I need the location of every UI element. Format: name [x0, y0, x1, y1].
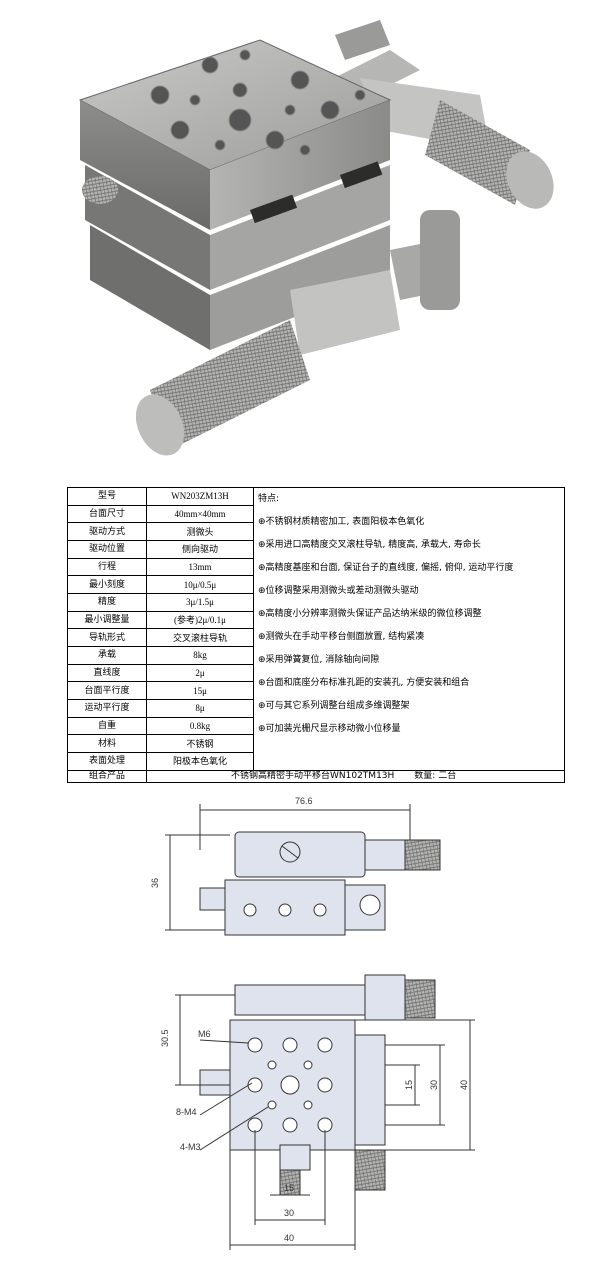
row-label: 导轨形式 [67, 628, 147, 648]
row-label: 驱动方式 [67, 522, 147, 542]
row-label: 最小调整量 [67, 610, 147, 630]
side-view-drawing: 76.6 36 [150, 796, 441, 936]
table-row: 最小调整量(参考)2μ/0.1μ [67, 610, 565, 630]
row-value: 10μ/0.5μ [146, 575, 254, 595]
row-label: 材料 [67, 734, 147, 754]
row-label: 自重 [67, 716, 147, 736]
table-row: 驱动方式测微头 [67, 522, 565, 542]
dim-width-label: 76.6 [295, 796, 313, 806]
product-photo [78, 20, 554, 456]
feature-item: ⊕高精度基座和台面, 保证台子的直线度, 偏摇, 俯仰, 运动平行度 [258, 563, 514, 573]
top-view-drawing: 30.5 M6 8-M4 4-M3 15 30 40 15 30 40 [160, 974, 475, 1250]
row-value: 交叉滚柱导轨 [146, 628, 254, 648]
stage-block [78, 39, 392, 350]
combo-cell: 不锈钢高精密手动平移台WN102TM13H 数量: 二台 [146, 769, 565, 784]
row-value: 40mm×40mm [146, 504, 254, 524]
m6-label: M6 [198, 1029, 211, 1039]
table-row: 型号 WN203ZM13H 特点: ⊕不锈钢材质精密加工, 表面阳极本色氧化 ⊕… [67, 487, 565, 771]
m4-label: 8-M4 [176, 1107, 197, 1117]
features-title: 特点: [258, 494, 280, 504]
dim-30-right: 30 [429, 1080, 439, 1090]
row-label: 驱动位置 [67, 540, 147, 559]
row-label: 台面尺寸 [67, 504, 147, 524]
feature-item: ⊕可与其它系列调整台组成多维调整架 [258, 701, 410, 711]
row-value: WN203ZM13H [146, 487, 254, 506]
row-label: 承载 [67, 646, 147, 665]
feature-item: ⊕不锈钢材质精密加工, 表面阳极本色氧化 [258, 517, 425, 527]
row-value: 2μ [146, 663, 254, 683]
row-value: 8μ [146, 699, 254, 718]
row-label: 表面处理 [67, 752, 147, 771]
dim-left-label: 30.5 [160, 1029, 170, 1047]
feature-item: ⊕采用弹簧复位, 消除轴向间隙 [258, 655, 380, 665]
row-value: 阳极本色氧化 [146, 752, 254, 771]
front-micrometer [135, 210, 460, 456]
row-value: 测微头 [146, 522, 254, 542]
rear-micrometer [330, 20, 554, 209]
feature-item: ⊕测微头在手动平移台侧面放置, 结构紧凑 [258, 632, 425, 642]
row-value: 0.8kg [146, 716, 254, 736]
row-value: 15μ [146, 681, 254, 701]
row-value: (参考)2μ/0.1μ [146, 610, 254, 630]
row-value: 13mm [146, 557, 254, 577]
spec-table: 型号 WN203ZM13H 特点: ⊕不锈钢材质精密加工, 表面阳极本色氧化 ⊕… [67, 487, 565, 784]
feature-item: ⊕采用进口高精度交叉滚柱导轨, 精度高, 承载大, 寿命长 [258, 540, 481, 550]
row-value: 不锈钢 [146, 734, 254, 754]
row-label: 直线度 [67, 663, 147, 683]
feature-item: ⊕可加装光栅尺显示移动微小位移量 [258, 724, 401, 734]
dim-15-right: 15 [404, 1080, 414, 1090]
dim-40-right: 40 [459, 1080, 469, 1090]
dim-30-bottom: 30 [284, 1208, 294, 1218]
row-value: 侧向驱动 [146, 540, 254, 559]
feature-item: ⊕台面和底座分布标准孔距的安装孔, 方便安装和组合 [258, 678, 470, 688]
feature-item: ⊕高精度小分辨率测微头保证产品达纳米级的微位移调整 [258, 609, 482, 619]
row-label: 台面平行度 [67, 681, 147, 701]
combo-row: 组合产品 不锈钢高精密手动平移台WN102TM13H 数量: 二台 [67, 769, 565, 784]
feature-item: ⊕位移调整采用测微头或差动测微头驱动 [258, 586, 419, 596]
features-cell: 特点: ⊕不锈钢材质精密加工, 表面阳极本色氧化 ⊕采用进口高精度交叉滚柱导轨,… [253, 487, 565, 771]
row-value: 3μ/1.5μ [146, 593, 254, 612]
combo-qty: 数量: 二台 [414, 771, 457, 782]
row-label: 最小刻度 [67, 575, 147, 595]
row-label: 型号 [67, 487, 147, 506]
combo-value: 不锈钢高精密手动平移台WN102TM13H [231, 771, 395, 782]
row-label: 精度 [67, 593, 147, 612]
row-label: 行程 [67, 557, 147, 577]
table-row: 材料不锈钢 [67, 734, 565, 754]
row-label: 运动平行度 [67, 699, 147, 718]
combo-label: 组合产品 [67, 769, 147, 784]
dim-40-bottom: 40 [284, 1233, 294, 1243]
dim-15-bottom: 15 [284, 1183, 294, 1193]
m3-label: 4-M3 [180, 1142, 201, 1152]
row-value: 8kg [146, 646, 254, 665]
table-row: 导轨形式交叉滚柱导轨 [67, 628, 565, 648]
dim-height-label: 36 [150, 878, 160, 888]
table-row: 驱动位置侧向驱动 [67, 540, 565, 559]
